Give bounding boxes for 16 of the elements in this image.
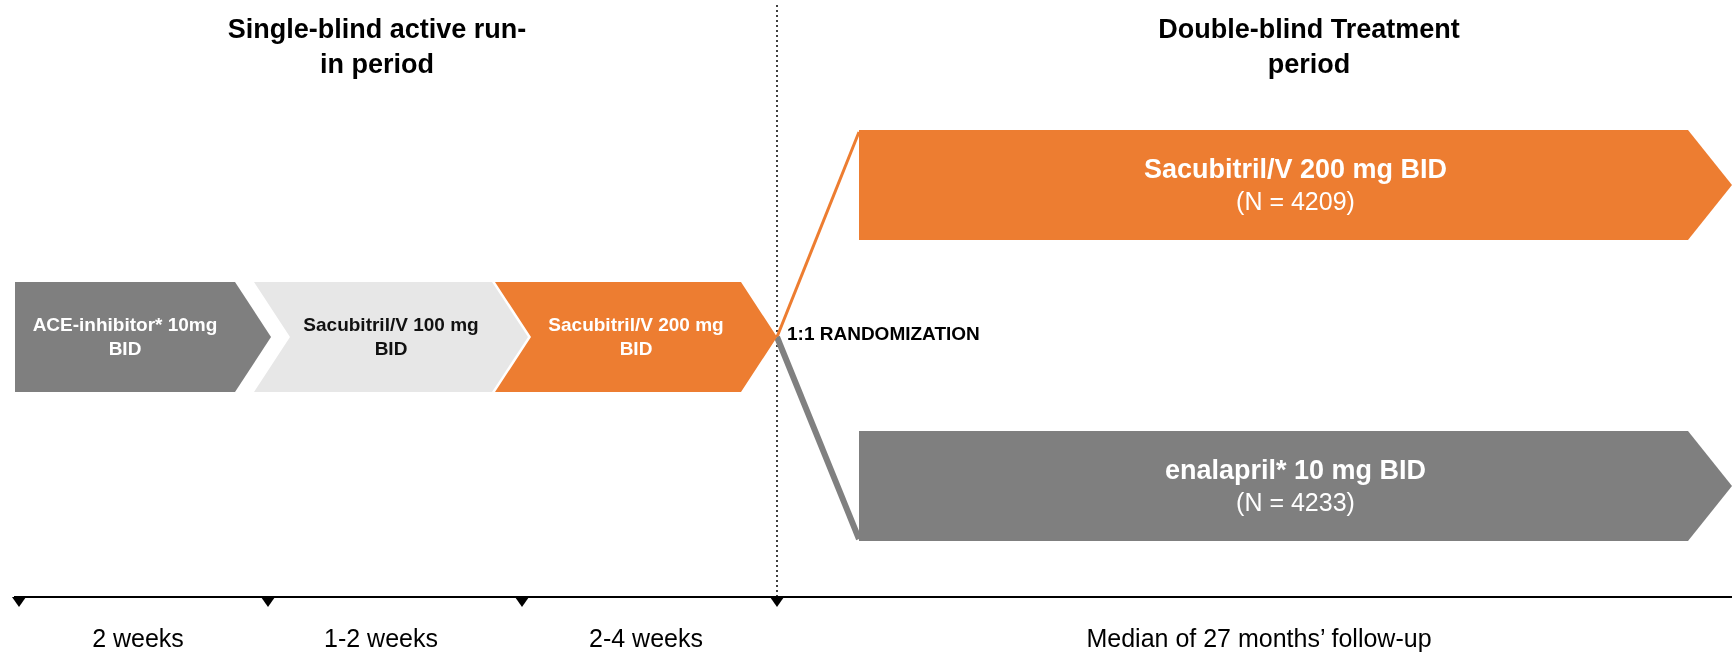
period-heading: Single-blind active run-in period	[226, 13, 528, 82]
treatment-label: Sacubitril/V 200 mg BID	[1143, 152, 1448, 186]
treatment-label: Sacubitril/V 100 mg BID	[302, 313, 480, 361]
treatment-label: ACE-inhibitor* 10mg BID	[31, 313, 219, 361]
duration-label: 1-2 weeks	[323, 623, 439, 654]
duration-label: 2 weeks	[91, 623, 185, 654]
connector-line	[775, 131, 861, 338]
treatment-label: Sacubitril/V 200 mg BID	[547, 313, 725, 361]
connector-line	[774, 335, 862, 541]
sample-size-label: (N = 4209)	[1236, 186, 1355, 218]
period-heading: Double-blind Treatment period	[1157, 13, 1461, 82]
treatment-label: enalapril* 10 mg BID	[1164, 453, 1427, 487]
duration-label: 2-4 weeks	[588, 623, 704, 654]
duration-label: Median of 27 months’ follow-up	[1085, 623, 1433, 654]
randomization-label: 1:1 RANDOMIZATION	[787, 322, 981, 346]
sample-size-label: (N = 4233)	[1236, 487, 1355, 519]
